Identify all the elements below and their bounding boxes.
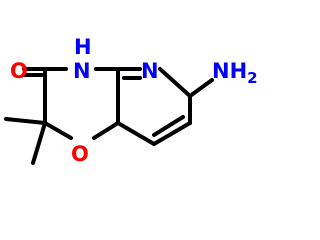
- bond-c4-c4a: [116, 121, 156, 146]
- bond-c6-amino: [188, 78, 214, 98]
- bond-methyl-a: [4, 117, 47, 125]
- oxygen-carbonyl-label: O: [10, 59, 28, 83]
- bond-methyl-b: [31, 121, 47, 165]
- bond-n-c6: [158, 67, 192, 98]
- bonds: [4, 67, 214, 165]
- oxygen-ring-label: O: [71, 142, 89, 166]
- amino-group-label: NH2: [212, 59, 258, 87]
- atom-labels: O H N N NH2 O: [10, 35, 258, 166]
- nitrogen-amide-label: N: [73, 59, 91, 83]
- nitrogen-pyridine-label: N: [141, 59, 159, 83]
- amino-subscript-text: 2: [247, 69, 257, 87]
- bond-c4a-o: [92, 121, 120, 140]
- bond-o-c2: [43, 121, 73, 140]
- hydrogen-amide-label: H: [74, 35, 92, 59]
- bond-c5-c4: [152, 121, 192, 146]
- bond-c5-c4-double: [152, 115, 185, 137]
- molecule-structure: O H N N NH2 O: [4, 35, 258, 166]
- amino-nh-text: NH: [212, 59, 247, 83]
